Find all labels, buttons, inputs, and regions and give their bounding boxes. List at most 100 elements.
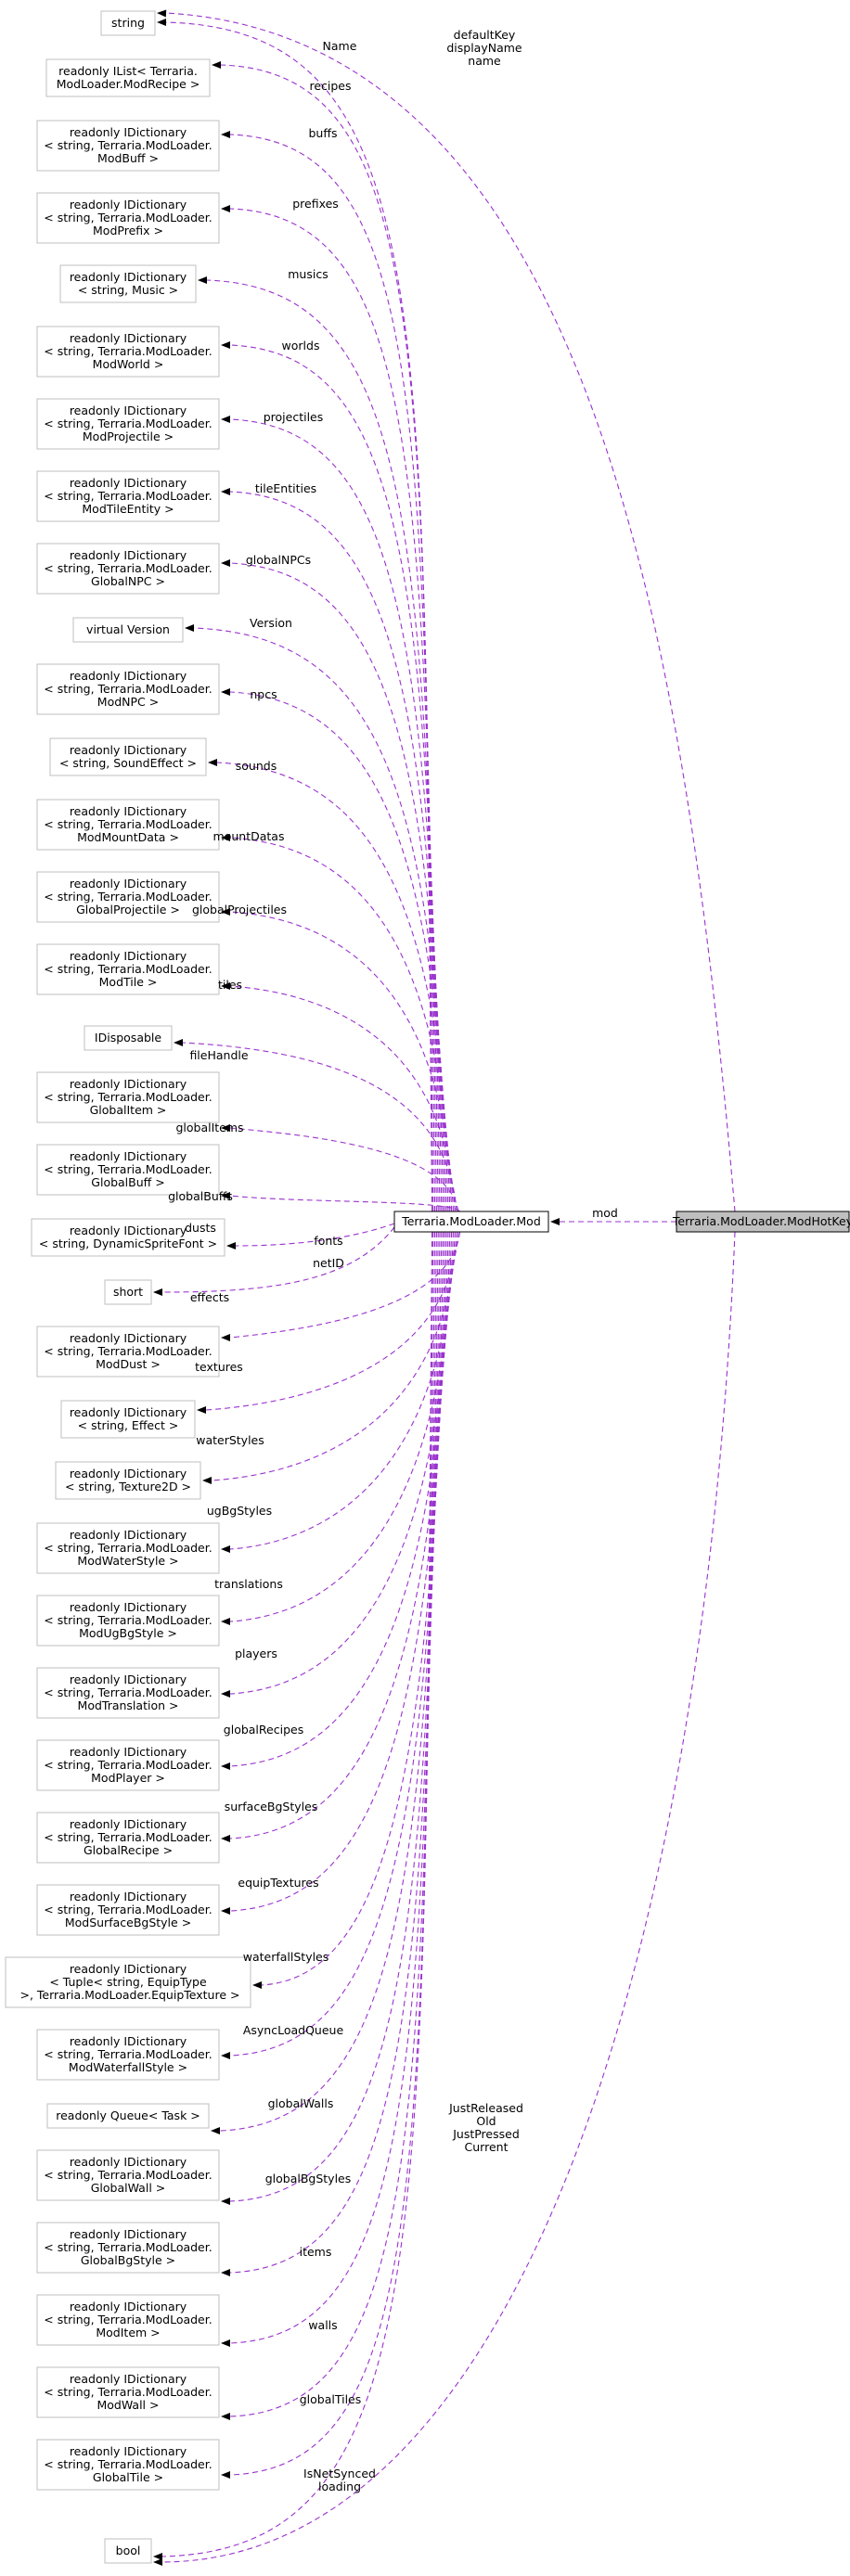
- edge-tileEntities: [229, 491, 444, 1212]
- edge-label-line: globalProjectiles: [192, 903, 287, 916]
- class-node-items[interactable]: readonly IDictionary< string, Terraria.M…: [36, 2294, 220, 2346]
- edge-label-line: worlds: [282, 339, 320, 352]
- edge-label-line: mountDatas: [213, 829, 285, 843]
- class-node-label-line: ModWaterStyle >: [77, 1554, 178, 1568]
- class-node-label: readonly IDictionary< string, Terraria.M…: [44, 125, 212, 165]
- class-node-box: [36, 1739, 220, 1791]
- class-node-musics[interactable]: readonly IDictionary< string, Music >: [59, 264, 197, 303]
- class-node-mod[interactable]: Terraria.ModLoader.Mod: [393, 1211, 549, 1233]
- class-node-version[interactable]: virtual Version: [72, 617, 184, 643]
- class-node-label-line: bool: [116, 2544, 141, 2557]
- class-node-label-line: < string, Terraria.ModLoader.: [44, 2047, 212, 2061]
- edge-projectiles-arrowhead: [221, 416, 230, 423]
- class-node-prefixes[interactable]: readonly IDictionary< string, Terraria.M…: [36, 192, 220, 244]
- class-node-tiles[interactable]: readonly IDictionary< string, Terraria.M…: [36, 943, 220, 995]
- class-node-waterfallStyles[interactable]: readonly IDictionary< string, Terraria.M…: [36, 2029, 220, 2081]
- class-node-npcs[interactable]: readonly IDictionary< string, Terraria.M…: [36, 663, 220, 715]
- class-node-bool[interactable]: bool: [104, 2538, 152, 2564]
- edge-label-line: musics: [288, 267, 328, 281]
- edge-worlds-arrowhead: [221, 341, 230, 349]
- class-node-label-line: ModProjectile >: [83, 429, 174, 443]
- class-node-idisposable[interactable]: IDisposable: [84, 1025, 173, 1051]
- class-node-label-line: readonly IDictionary: [70, 548, 187, 562]
- edge-globalItems-arrowhead: [221, 1124, 230, 1132]
- class-node-ugBgStyles[interactable]: readonly IDictionary< string, Terraria.M…: [36, 1595, 220, 1647]
- class-node-globalProjectiles[interactable]: readonly IDictionary< string, Terraria.M…: [36, 871, 220, 923]
- class-node-box: [36, 943, 220, 995]
- class-node-tileEntities[interactable]: readonly IDictionary< string, Terraria.M…: [36, 470, 220, 522]
- class-node-label-line: readonly Queue< Task >: [56, 2108, 200, 2122]
- class-node-surfaceBgStyles[interactable]: readonly IDictionary< string, Terraria.M…: [36, 1884, 220, 1936]
- edge-label-walls: walls: [308, 2318, 337, 2332]
- class-node-label: virtual Version: [86, 622, 170, 636]
- class-node-label-line: ModDust >: [96, 1357, 161, 1371]
- class-node-globalNPCs[interactable]: readonly IDictionary< string, Terraria.M…: [36, 543, 220, 595]
- class-node-hotkey[interactable]: Terraria.ModLoader.ModHotKey: [672, 1211, 850, 1233]
- class-node-globalBgStyles[interactable]: readonly IDictionary< string, Terraria.M…: [36, 2222, 220, 2274]
- edge-recipes-line: [220, 64, 434, 1212]
- class-node-label-line: readonly IDictionary: [70, 1745, 187, 1759]
- class-node-effects[interactable]: readonly IDictionary< string, Effect >: [60, 1400, 196, 1439]
- class-node-label-line: readonly IDictionary: [70, 1331, 187, 1345]
- class-node-label-line: < string, Terraria.ModLoader.: [44, 2385, 212, 2399]
- class-node-textures[interactable]: readonly IDictionary< string, Texture2D …: [55, 1461, 201, 1500]
- class-node-label-line: < string, Terraria.ModLoader.: [44, 561, 212, 575]
- edge-label-globalNPCs: globalNPCs: [246, 553, 311, 567]
- nodes-layer: string readonly IList< Terraria.ModLoader…: [5, 10, 850, 2564]
- edge-globalBgStyles-arrowhead: [221, 2269, 230, 2276]
- class-node-asyncQueue[interactable]: readonly Queue< Task >: [46, 2103, 210, 2129]
- class-node-recipes[interactable]: readonly IList< Terraria.ModLoader.ModRe…: [45, 58, 211, 97]
- edge-label-players: players: [235, 1647, 277, 1660]
- class-node-translations[interactable]: readonly IDictionary< string, Terraria.M…: [36, 1667, 220, 1719]
- class-node-equipTextures[interactable]: readonly IDictionary< Tuple< string, Equ…: [5, 1956, 251, 2008]
- class-node-label: readonly IDictionary< string, Terraria.M…: [44, 2372, 212, 2412]
- class-node-label: readonly IDictionary< string, Terraria.M…: [44, 2300, 212, 2339]
- class-node-dusts[interactable]: readonly IDictionary< string, Terraria.M…: [36, 1326, 220, 1378]
- class-node-box: [36, 2029, 220, 2081]
- class-node-globalItems[interactable]: readonly IDictionary< string, Terraria.M…: [36, 1071, 220, 1123]
- class-node-waterStyles[interactable]: readonly IDictionary< string, Terraria.M…: [36, 1522, 220, 1574]
- class-node-label-line: readonly IDictionary: [70, 949, 187, 963]
- edge-label-musics: musics: [288, 267, 328, 281]
- edge-effects-line: [205, 1231, 459, 1411]
- class-node-label: readonly IDictionary< string, Terraria.M…: [44, 804, 212, 844]
- class-node-fonts[interactable]: readonly IDictionary< string, DynamicSpr…: [31, 1218, 225, 1257]
- edge-globalNPCs: [229, 562, 445, 1212]
- edge-ugBgStyles: [229, 1231, 454, 1622]
- class-node-label: Terraria.ModLoader.Mod: [401, 1214, 541, 1228]
- class-node-label-line: GlobalWall >: [91, 2181, 166, 2195]
- edge-fonts-arrowhead: [226, 1242, 236, 1250]
- class-node-label-line: readonly IDictionary: [70, 1528, 187, 1542]
- edge-labels-layer: Namerecipesbuffsprefixesmusicsworldsproj…: [168, 28, 618, 2493]
- class-node-label: readonly IDictionary< string, Terraria.M…: [44, 476, 212, 516]
- class-node-globalBuffs[interactable]: readonly IDictionary< string, Terraria.M…: [36, 1144, 220, 1196]
- class-node-walls[interactable]: readonly IDictionary< string, Terraria.M…: [36, 2366, 220, 2418]
- class-node-label-line: readonly IDictionary: [70, 804, 187, 818]
- class-node-label-line: readonly IDictionary: [70, 1672, 187, 1686]
- edge-globalProjectiles-line: [229, 911, 454, 1212]
- class-node-label-line: readonly IDictionary: [70, 476, 187, 490]
- class-node-label-line: < string, Terraria.ModLoader.: [44, 1903, 212, 1916]
- class-node-label-line: ModTranslation >: [78, 1698, 179, 1712]
- edge-label-line: mod: [592, 1206, 618, 1220]
- edge-label-line: netID: [313, 1256, 344, 1270]
- edge-label-line: fileHandle: [189, 1048, 248, 1062]
- class-node-buffs[interactable]: readonly IDictionary< string, Terraria.M…: [36, 120, 220, 172]
- class-node-short[interactable]: short: [104, 1279, 152, 1305]
- edge-label-dusts: dusts: [185, 1221, 216, 1235]
- class-node-label-line: < string, Terraria.ModLoader.: [44, 2240, 212, 2254]
- class-node-globalTiles[interactable]: readonly IDictionary< string, Terraria.M…: [36, 2439, 220, 2491]
- edge-label-globalBgStyles: globalBgStyles: [265, 2172, 352, 2185]
- class-node-string[interactable]: string: [100, 10, 156, 36]
- class-node-label-line: ModNPC >: [97, 695, 159, 709]
- class-node-sounds[interactable]: readonly IDictionary< string, SoundEffec…: [49, 737, 207, 776]
- class-node-projectiles[interactable]: readonly IDictionary< string, Terraria.M…: [36, 398, 220, 450]
- edge-label-version: Version: [250, 616, 292, 630]
- class-node-globalWalls[interactable]: readonly IDictionary< string, Terraria.M…: [36, 2149, 220, 2201]
- class-node-mountDatas[interactable]: readonly IDictionary< string, Terraria.M…: [36, 799, 220, 851]
- class-node-globalRecipes[interactable]: readonly IDictionary< string, Terraria.M…: [36, 1812, 220, 1864]
- class-node-players[interactable]: readonly IDictionary< string, Terraria.M…: [36, 1739, 220, 1791]
- class-node-box: [36, 470, 220, 522]
- edge-globalTiles: [229, 1231, 434, 2476]
- class-node-worlds[interactable]: readonly IDictionary< string, Terraria.M…: [36, 326, 220, 378]
